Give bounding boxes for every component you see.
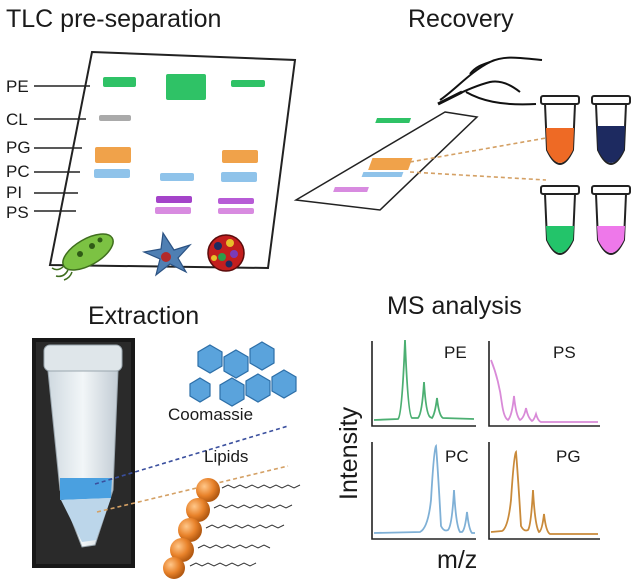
cell-icon [141, 231, 192, 277]
bacterium-icon [51, 233, 114, 281]
recovery-dashed-lines [409, 137, 547, 181]
ms-x-axis-label: m/z [437, 546, 477, 574]
band-pi-2 [218, 198, 254, 204]
tube-navy [591, 95, 631, 165]
organoid-icon [207, 234, 245, 272]
extraction-dashed-lines [94, 425, 289, 513]
label-pg: PG [6, 138, 31, 157]
band-pe-3 [231, 80, 265, 87]
label-lipids: Lipids [204, 447, 248, 466]
recovery-plate [293, 111, 479, 211]
label-cl: CL [6, 110, 28, 129]
section-title-ms: MS analysis [387, 292, 522, 320]
label-pc: PC [6, 162, 30, 181]
band-pi-1 [156, 196, 192, 203]
band-pg-1 [95, 147, 131, 163]
band-ps-1 [155, 207, 191, 214]
band-pe-2 [166, 74, 206, 100]
section-title-extraction: Extraction [88, 302, 199, 330]
tlc-lipid-labels: PE CL PG PC PI PS [6, 77, 90, 222]
band-pg-2 [222, 150, 258, 163]
section-title-recovery: Recovery [408, 5, 514, 33]
tube-orange [540, 95, 580, 165]
tube-green [540, 185, 580, 255]
section-title-tlc: TLC pre-separation [6, 5, 221, 33]
ms-panel-pe: PE [371, 339, 476, 427]
tube-pink [591, 185, 631, 255]
label-ps: PS [6, 203, 29, 222]
ms-label-ps: PS [553, 343, 576, 362]
band-ps-2 [218, 208, 254, 214]
band-pe-1 [103, 77, 136, 87]
ms-panel-pc: PC [371, 442, 476, 540]
ms-y-axis-label: Intensity [335, 406, 363, 500]
label-pe: PE [6, 77, 29, 96]
ms-label-pe: PE [444, 343, 467, 362]
ms-label-pc: PC [445, 447, 469, 466]
ms-label-pg: PG [556, 447, 581, 466]
band-pc-3 [221, 172, 257, 182]
lipid-bilayer-icon [163, 478, 301, 579]
extraction-photo [32, 338, 135, 568]
band-pc-2 [160, 173, 194, 181]
coomassie-structure-icon [189, 341, 297, 407]
ms-panel-pg: PG [488, 442, 600, 540]
band-cl [99, 115, 131, 121]
hand-scraping-icon [437, 56, 543, 106]
label-coomassie: Coomassie [168, 405, 253, 424]
label-pi: PI [6, 183, 22, 202]
tlc-plate [48, 50, 297, 270]
band-pc-1 [94, 169, 130, 178]
ms-panel-ps: PS [488, 341, 600, 427]
